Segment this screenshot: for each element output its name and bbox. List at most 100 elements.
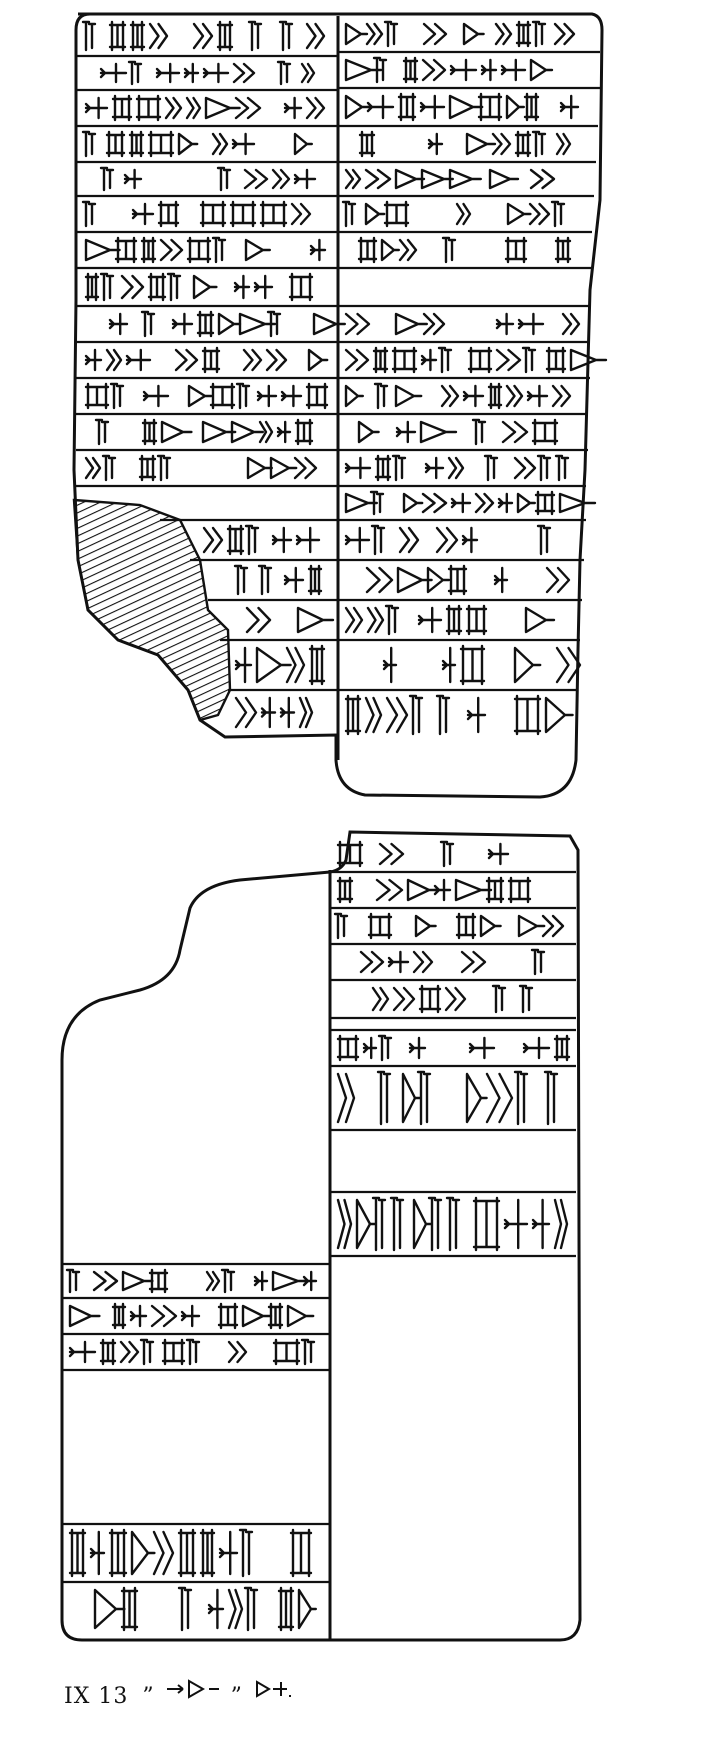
cuneiform-sign [201, 346, 221, 374]
cuneiform-sign [521, 346, 537, 374]
cuneiform-sign [504, 236, 528, 264]
cuneiform-sign [418, 984, 442, 1014]
cuneiform-sign [298, 696, 314, 729]
cuneiform-sign [253, 274, 274, 300]
cuneiform-sign [417, 606, 443, 634]
cuneiform-sign [290, 202, 312, 226]
cuneiform-sign [396, 566, 433, 594]
cuneiform-sign [344, 456, 372, 480]
cuneiform-sign [155, 62, 181, 84]
cuneiform-sign [344, 22, 369, 46]
cuneiform-sign [129, 20, 146, 52]
cuneiform-sign [447, 456, 465, 480]
cuneiform-sign [140, 236, 157, 264]
cuneiform-sign [523, 92, 540, 122]
cuneiform-sign [295, 526, 321, 554]
cuneiform-sign [119, 1340, 140, 1364]
cuneiform-sign [209, 382, 236, 410]
cuneiform-sign [84, 348, 103, 372]
cuneiform-sign [513, 694, 542, 736]
cuneiform-sign [513, 456, 537, 480]
cuneiform-sign [471, 418, 487, 446]
cuneiform-sign [370, 524, 386, 556]
cuneiform-sign [336, 840, 364, 868]
cuneiform-sign [414, 914, 437, 938]
cuneiform-sign [531, 20, 547, 48]
cuneiform-sign [111, 1302, 127, 1330]
cuneiform-sign [279, 696, 296, 729]
cuneiform-sign [344, 58, 383, 82]
cuneiform-sign [192, 22, 214, 50]
cuneiform-sign [187, 384, 213, 408]
cuneiform-sign [196, 310, 215, 338]
cuneiform-sign [309, 238, 327, 262]
cuneiform-sign [217, 1302, 239, 1330]
cuneiform-sign [111, 94, 133, 122]
cuneiform-sign [531, 1198, 551, 1250]
cuneiform-sign [65, 1268, 81, 1294]
cuneiform-sign [344, 384, 364, 408]
cuneiform-sign [465, 1072, 488, 1124]
cuneiform-sign [147, 130, 175, 158]
cuneiform-sign [183, 62, 200, 84]
cuneiform-sign [503, 1198, 529, 1250]
cuneiform-sign [89, 1530, 106, 1576]
cuneiform-sign [220, 1268, 236, 1294]
cuneiform-sign [450, 492, 472, 514]
cuneiform-sign [394, 384, 423, 408]
cuneiform-sign [398, 526, 420, 554]
cuneiform-sign [365, 566, 394, 594]
cuneiform-sign [171, 312, 194, 336]
cuneiform-sign [283, 96, 303, 120]
cuneiform-sign [160, 420, 193, 444]
cuneiform-sign [406, 878, 439, 902]
cuneiform-sign [244, 524, 260, 556]
cuneiform-sign [130, 1530, 156, 1576]
cuneiform-sign [271, 1270, 310, 1292]
cuneiform-sign [105, 348, 123, 372]
cuneiform-sign [383, 200, 410, 228]
cuneiform-sign [159, 238, 184, 262]
cuneiform-sign [293, 456, 318, 480]
cuneiform-sign [243, 168, 269, 190]
cuneiform-sign [385, 696, 409, 734]
cuneiform-sign [534, 490, 556, 516]
cuneiform-sign [505, 94, 525, 120]
cuneiform-sign [420, 168, 454, 190]
cuneiform-sign [380, 238, 400, 262]
cuneiform-sign [420, 348, 438, 372]
cuneiform-sign [109, 382, 125, 410]
cuneiform-sign [207, 1588, 225, 1630]
cuneiform-sign [276, 420, 292, 444]
cuneiform-sign [84, 382, 110, 410]
cuneiform-sign [174, 348, 199, 372]
cuneiform-sign [278, 20, 294, 52]
cuneiform-sign [371, 1196, 387, 1252]
cuneiform-sign [514, 130, 532, 158]
cuneiform-sign [551, 384, 572, 408]
cuneiform-sign [125, 348, 152, 372]
cuneiform-sign [177, 132, 199, 156]
cuneiform-sign [372, 56, 388, 84]
cuneiform-sign [238, 1528, 254, 1578]
cuneiform-sign [99, 62, 128, 84]
cuneiform-sign [465, 604, 488, 636]
lower-fragment-outline [60, 830, 582, 1642]
cuneiform-sign [424, 456, 445, 480]
cuneiform-sign [266, 310, 282, 338]
cuneiform-sign [530, 948, 546, 976]
cuneiform-sign [277, 1586, 295, 1632]
cuneiform-sign [466, 696, 487, 734]
cuneiform-sign [364, 202, 386, 226]
cuneiform-sign [421, 58, 447, 82]
cuneiform-sign [422, 312, 446, 336]
cuneiform-sign [359, 950, 385, 974]
cuneiform-sign [445, 1196, 461, 1252]
cuneiform-sign [507, 876, 532, 904]
cuneiform-sign [147, 272, 167, 302]
cuneiform-sign [555, 132, 572, 156]
cuneiform-sign [253, 1270, 269, 1292]
cuneiform-sign [495, 348, 522, 372]
caption-dots-2: ” [230, 1683, 243, 1709]
cuneiform-sign [391, 454, 407, 482]
